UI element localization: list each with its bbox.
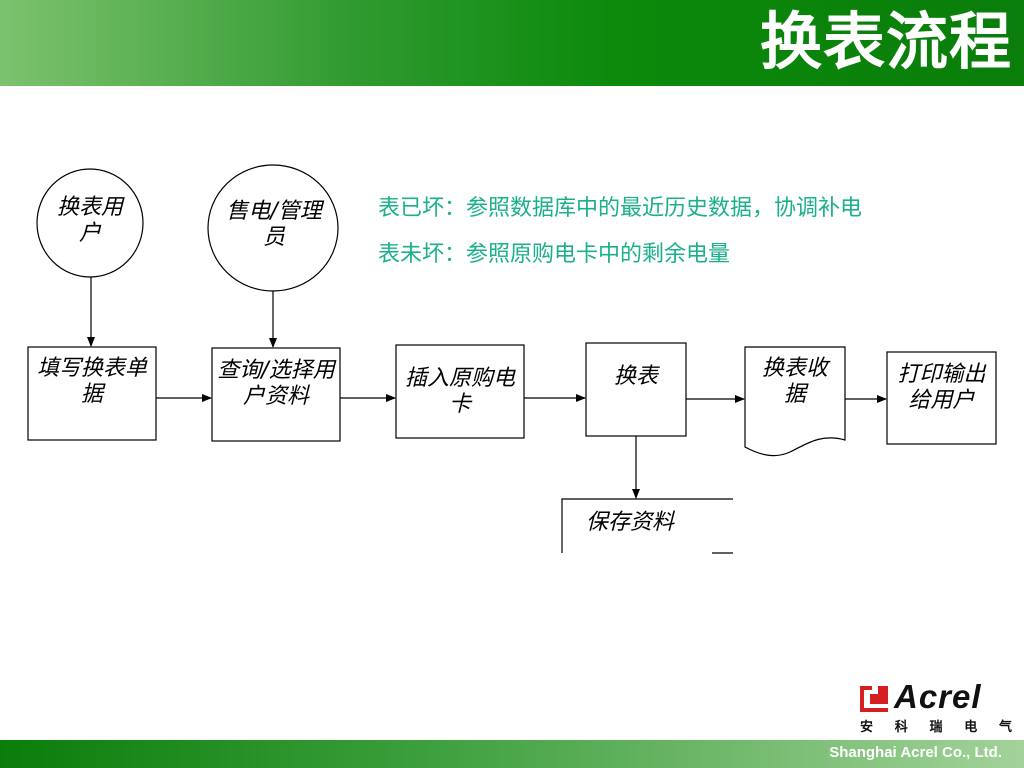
box-print-out [886, 351, 997, 445]
acrel-logo-subtitle: 安 科 瑞 电 气 [860, 716, 1012, 735]
logo-char: 瑞 [929, 720, 943, 735]
actor-user-label: 换表用户 [56, 195, 123, 246]
header-bar: 换表流程 [0, 0, 1024, 86]
box-receipt-document [744, 346, 846, 457]
box-query-user [211, 347, 341, 442]
box-replace-meter [585, 342, 687, 437]
storage-save-data [561, 498, 733, 553]
actor-user-circle [36, 168, 144, 278]
slide-title: 换表流程 [759, 5, 1012, 78]
step-fill-form-label: 填写换表单据 [36, 356, 147, 407]
step-query-user-label: 查询/选择用户资料 [217, 358, 335, 409]
acrel-logo-mark [860, 686, 888, 712]
note-meter-broken: 表已坏：参照数据库中的最近历史数据，协调补电 [378, 196, 863, 221]
step-replace-meter-label: 换表 [613, 364, 658, 389]
actor-operator-label: 售电/管理员 [226, 199, 322, 250]
step-print-out-label: 打印输出给用户 [897, 362, 986, 413]
logo-char: 电 [964, 720, 978, 735]
footer-company: Shanghai Acrel Co., Ltd. [829, 744, 1002, 761]
acrel-logo-word: Acrel [894, 678, 982, 715]
box-fill-form [27, 346, 157, 441]
logo-char: 科 [894, 720, 908, 735]
step-receipt-label: 换表收据 [762, 356, 829, 407]
step-insert-card-label: 插入原购电卡 [404, 366, 515, 417]
note-meter-not-broken: 表未坏：参照原购电卡中的剩余电量 [378, 242, 731, 267]
acrel-logo: Acrel 安 科 瑞 电 气 [858, 678, 1014, 738]
box-insert-card [395, 344, 525, 439]
logo-char: 气 [998, 720, 1012, 735]
logo-char: 安 [860, 720, 874, 735]
footer-bar: Shanghai Acrel Co., Ltd. [0, 740, 1024, 768]
step-save-data-label: 保存资料 [585, 510, 674, 535]
